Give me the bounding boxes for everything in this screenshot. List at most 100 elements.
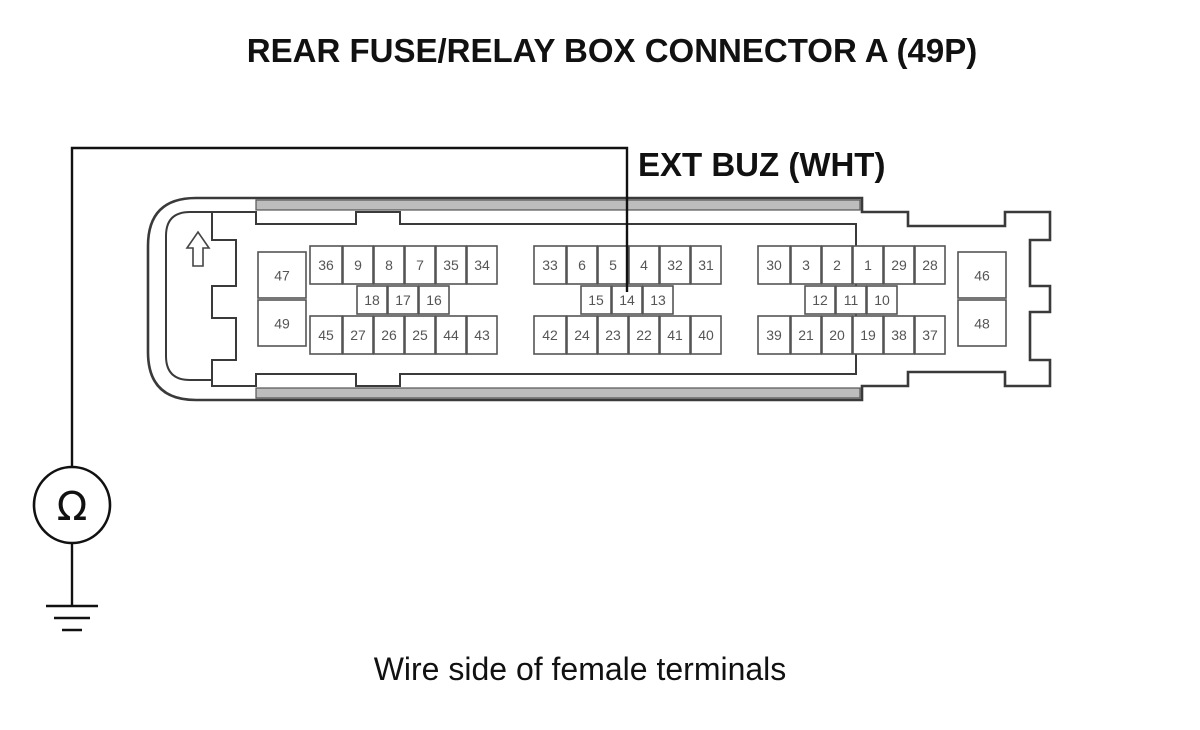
terminal-9: 9 xyxy=(342,245,374,285)
svg-text:23: 23 xyxy=(605,327,621,343)
terminal-35: 35 xyxy=(435,245,467,285)
terminal-18: 18 xyxy=(356,285,388,315)
housing-left-guide xyxy=(165,211,212,381)
svg-text:39: 39 xyxy=(766,327,782,343)
terminal-42: 42 xyxy=(533,315,567,355)
svg-text:33: 33 xyxy=(542,257,558,273)
ground-icon xyxy=(46,543,98,632)
svg-text:40: 40 xyxy=(698,327,714,343)
svg-text:12: 12 xyxy=(812,292,828,308)
svg-text:24: 24 xyxy=(574,327,590,343)
terminal-30: 30 xyxy=(757,245,791,285)
terminal-15: 15 xyxy=(580,285,612,315)
svg-text:36: 36 xyxy=(318,257,334,273)
terminal-25: 25 xyxy=(404,315,436,355)
terminal-22: 22 xyxy=(628,315,660,355)
svg-text:28: 28 xyxy=(922,257,938,273)
terminal-49: 49 xyxy=(257,299,307,347)
bottom-rail xyxy=(255,387,861,399)
svg-text:45: 45 xyxy=(318,327,334,343)
svg-text:27: 27 xyxy=(350,327,366,343)
terminal-8: 8 xyxy=(373,245,405,285)
svg-text:34: 34 xyxy=(474,257,490,273)
svg-text:47: 47 xyxy=(274,267,290,283)
ohm-symbol: Ω xyxy=(57,484,88,530)
svg-text:8: 8 xyxy=(385,257,393,273)
terminal-11: 11 xyxy=(835,285,867,315)
svg-text:29: 29 xyxy=(891,257,907,273)
svg-text:13: 13 xyxy=(650,292,666,308)
svg-text:48: 48 xyxy=(974,315,990,331)
svg-text:7: 7 xyxy=(416,257,424,273)
svg-text:1: 1 xyxy=(864,257,872,273)
terminal-43: 43 xyxy=(466,315,498,355)
svg-text:5: 5 xyxy=(609,257,617,273)
terminal-29: 29 xyxy=(883,245,915,285)
terminal-3: 3 xyxy=(790,245,822,285)
terminal-39: 39 xyxy=(757,315,791,355)
terminal-21: 21 xyxy=(790,315,822,355)
terminal-20: 20 xyxy=(821,315,853,355)
terminal-12: 12 xyxy=(804,285,836,315)
terminal-27: 27 xyxy=(342,315,374,355)
terminal-33: 33 xyxy=(533,245,567,285)
svg-text:41: 41 xyxy=(667,327,683,343)
svg-text:11: 11 xyxy=(844,292,859,308)
svg-text:49: 49 xyxy=(274,315,290,331)
svg-text:32: 32 xyxy=(667,257,683,273)
locking-tab-arrow-icon xyxy=(185,230,211,267)
diagram-caption: Wire side of female terminals xyxy=(374,651,787,687)
svg-text:18: 18 xyxy=(364,292,380,308)
svg-text:30: 30 xyxy=(766,257,782,273)
svg-text:43: 43 xyxy=(474,327,490,343)
svg-text:15: 15 xyxy=(588,292,604,308)
terminal-5: 5 xyxy=(597,245,629,285)
terminal-2: 2 xyxy=(821,245,853,285)
svg-text:38: 38 xyxy=(891,327,907,343)
terminal-44: 44 xyxy=(435,315,467,355)
terminal-34: 34 xyxy=(466,245,498,285)
wire-label: EXT BUZ (WHT) xyxy=(638,146,885,183)
terminal-48: 48 xyxy=(957,299,1007,347)
connector-housing xyxy=(146,196,1052,402)
terminal-45: 45 xyxy=(309,315,343,355)
diagram-title: REAR FUSE/RELAY BOX CONNECTOR A (49P) xyxy=(247,32,977,69)
terminal-32: 32 xyxy=(659,245,691,285)
svg-text:4: 4 xyxy=(640,257,648,273)
terminal-6: 6 xyxy=(566,245,598,285)
terminal-1: 1 xyxy=(852,245,884,285)
svg-text:25: 25 xyxy=(412,327,428,343)
terminal-38: 38 xyxy=(883,315,915,355)
terminal-7: 7 xyxy=(404,245,436,285)
terminal-23: 23 xyxy=(597,315,629,355)
svg-text:46: 46 xyxy=(974,267,990,283)
terminal-19: 19 xyxy=(852,315,884,355)
svg-text:10: 10 xyxy=(874,292,890,308)
svg-text:6: 6 xyxy=(578,257,586,273)
svg-text:16: 16 xyxy=(426,292,442,308)
terminal-41: 41 xyxy=(659,315,691,355)
svg-text:22: 22 xyxy=(636,327,652,343)
svg-text:21: 21 xyxy=(798,327,814,343)
terminal-40: 40 xyxy=(690,315,722,355)
terminal-47: 47 xyxy=(257,251,307,299)
svg-text:35: 35 xyxy=(443,257,459,273)
svg-text:19: 19 xyxy=(860,327,876,343)
connector-inner-wall xyxy=(211,211,857,387)
svg-text:37: 37 xyxy=(922,327,938,343)
svg-text:9: 9 xyxy=(354,257,362,273)
svg-text:31: 31 xyxy=(698,257,714,273)
terminal-26: 26 xyxy=(373,315,405,355)
terminal-10: 10 xyxy=(866,285,898,315)
terminal-14: 14 xyxy=(611,285,643,315)
svg-text:20: 20 xyxy=(829,327,845,343)
top-rail xyxy=(255,199,861,211)
terminal-37: 37 xyxy=(914,315,946,355)
svg-text:26: 26 xyxy=(381,327,397,343)
svg-text:44: 44 xyxy=(443,327,459,343)
svg-text:17: 17 xyxy=(395,292,411,308)
ohmmeter-icon: Ω xyxy=(32,465,112,545)
test-wire xyxy=(70,146,629,466)
